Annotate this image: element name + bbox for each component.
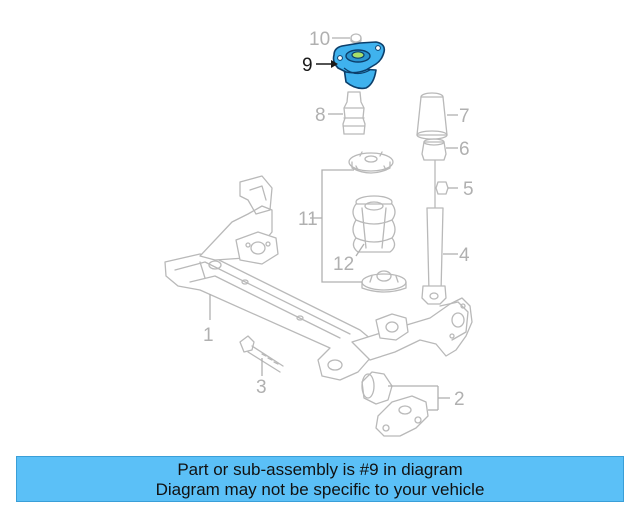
mount-nut[interactable]	[350, 33, 362, 44]
banner-line-1: Part or sub-assembly is #9 in diagram	[177, 460, 463, 479]
bushing-and-bracket[interactable]	[361, 371, 429, 437]
callout-3: 3	[256, 377, 267, 398]
shock-nut[interactable]	[435, 181, 449, 195]
spring-bumper-block[interactable]	[352, 195, 396, 253]
callout-11: 11	[298, 209, 318, 230]
callout-9: 9	[302, 55, 313, 76]
callout-7: 7	[459, 106, 470, 127]
callout-10: 10	[309, 29, 330, 50]
leader-12	[355, 243, 365, 257]
info-banner: Part or sub-assembly is #9 in diagram Di…	[16, 456, 624, 502]
callout-8: 8	[315, 105, 326, 126]
arrow-9-icon	[331, 60, 338, 68]
leader-11-bracket	[321, 169, 362, 283]
upper-spring-insulator[interactable]	[348, 151, 394, 174]
shock-absorber[interactable]	[421, 159, 447, 305]
callout-5: 5	[463, 179, 474, 200]
parts-diagram: 10 9 8 7 6 5 11 4 12 1 3 2	[164, 29, 474, 437]
lower-spring-seat[interactable]	[361, 270, 407, 293]
callout-12: 12	[333, 254, 354, 275]
callout-4: 4	[459, 245, 470, 266]
rear-axle-beam[interactable]	[164, 175, 473, 381]
callout-1: 1	[203, 325, 214, 346]
callout-6: 6	[459, 139, 470, 160]
strut-mount-highlighted[interactable]	[332, 41, 386, 90]
callout-2: 2	[454, 389, 465, 410]
strut-bumper[interactable]	[342, 91, 366, 135]
banner-line-2: Diagram may not be specific to your vehi…	[155, 480, 485, 499]
axle-bolt[interactable]	[239, 335, 284, 373]
shock-dust-boot[interactable]	[416, 92, 448, 140]
shock-bump-stop[interactable]	[421, 138, 447, 161]
